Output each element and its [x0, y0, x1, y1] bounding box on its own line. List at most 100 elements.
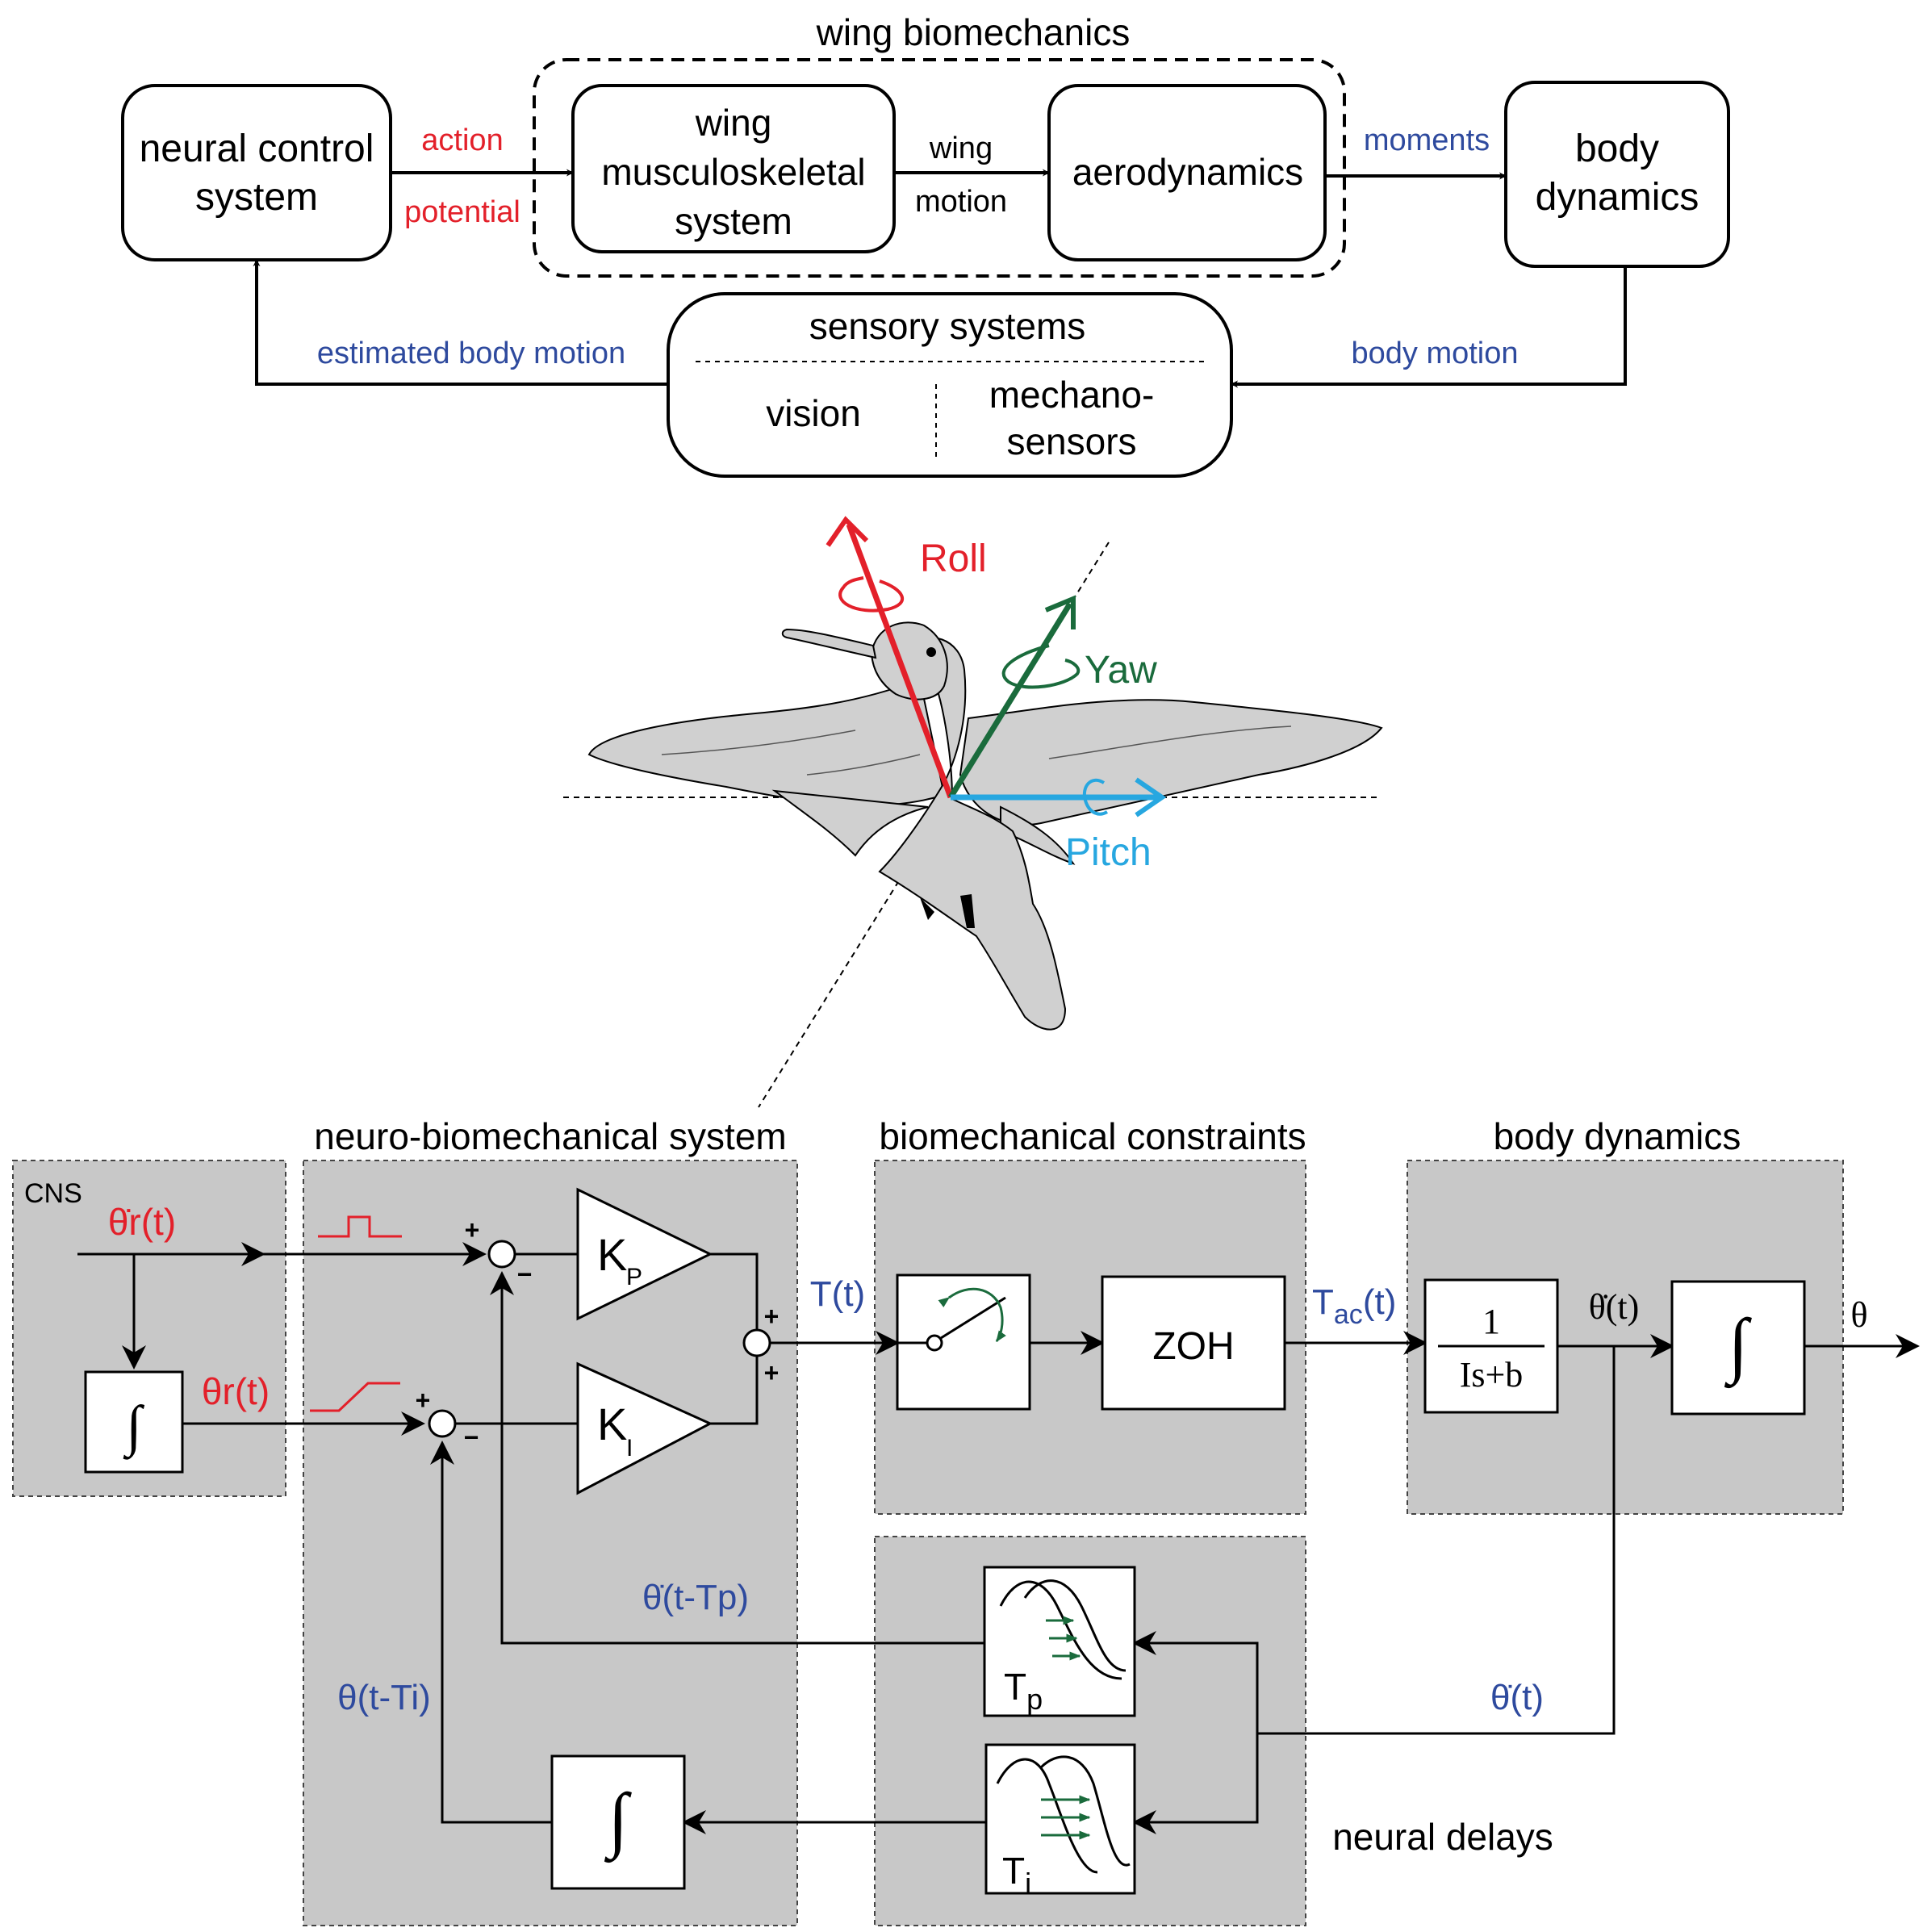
feedback-to-tp	[1132, 1631, 1259, 1733]
action-label: action	[421, 123, 503, 157]
roll-arrowhead	[826, 516, 869, 547]
roll-rotation-icon	[838, 576, 905, 613]
pitch-rotation-icon	[1082, 778, 1109, 816]
mechanosensors-line2: sensors	[1006, 420, 1136, 462]
neural-control-line2: system	[195, 176, 318, 219]
tac-sub: ac	[1334, 1299, 1363, 1330]
moments-label: moments	[1364, 123, 1490, 157]
sensory-systems-label: sensory systems	[809, 305, 1086, 347]
top-block-diagram: wing biomechanics neural control system …	[121, 11, 1730, 478]
wing-msk-line2: musculoskeletal	[601, 151, 865, 193]
theta-dot-label: θ̇(t)	[1589, 1287, 1640, 1327]
sum-p-plus: +	[465, 1215, 480, 1244]
pitch-label: Pitch	[1065, 831, 1152, 874]
ki-label: K	[597, 1399, 627, 1449]
body-dynamics-line2: dynamics	[1536, 176, 1699, 219]
cns-integrator-box	[84, 1370, 184, 1474]
integrator-to-sum-i	[430, 1441, 552, 1824]
left-wing	[587, 678, 946, 807]
roll-label: Roll	[920, 537, 987, 580]
cns-integrator-symbol: ∫	[123, 1395, 144, 1460]
right-wing-lower	[1000, 805, 1076, 865]
sum-i-minus: −	[464, 1423, 479, 1452]
biomechanical-constraints-title: biomechanical constraints	[879, 1115, 1306, 1157]
theta-label: θ	[1850, 1295, 1867, 1335]
sum-junction-out	[742, 1328, 771, 1357]
kp-to-sum-out	[710, 1252, 759, 1330]
mechanosensors-line1: mechano-	[989, 374, 1155, 416]
wing-motion-line2: motion	[915, 185, 1007, 219]
zoh-label: ZOH	[1152, 1325, 1234, 1368]
wing-msk-line1: wing	[695, 102, 772, 144]
potential-label: potential	[404, 195, 520, 229]
ki-to-sum-out	[710, 1356, 759, 1425]
neuro-biomechanical-title: neuro-biomechanical system	[314, 1115, 787, 1157]
sum-i-plus: +	[416, 1386, 431, 1415]
ti-sub: i	[1025, 1867, 1031, 1900]
theta-dot-r-label: θ̇r(t)	[108, 1201, 176, 1243]
bird-eye	[926, 647, 936, 657]
wing-msk-box	[571, 84, 896, 253]
body-integrator-block	[1670, 1280, 1806, 1416]
wing-biomechanics-group	[533, 58, 1346, 278]
zoh-block	[1101, 1275, 1286, 1411]
tp-wave-2	[1023, 1579, 1127, 1672]
bird-beak	[781, 628, 877, 659]
bottom-block-diagram: neuro-biomechanical system biomechanical…	[12, 1115, 1920, 1926]
yaw-rotation-icon	[1001, 644, 1081, 689]
tac-main: T	[1312, 1282, 1334, 1322]
sum-junction-p	[487, 1240, 516, 1269]
wing-feather-lines	[661, 726, 1292, 776]
yaw-label: Yaw	[1085, 649, 1157, 692]
tf-numerator: 1	[1482, 1302, 1500, 1341]
feedback-integrator-symbol: ∫	[604, 1779, 633, 1863]
ti-wave-2	[1039, 1755, 1131, 1867]
switch-pivot	[926, 1334, 943, 1352]
theta-dot-feedback-label: θ̇(t)	[1490, 1678, 1544, 1717]
ramp-signal-icon	[310, 1382, 400, 1412]
pitch-arrowhead	[1135, 777, 1167, 818]
wing-biomechanics-title: wing biomechanics	[816, 11, 1131, 53]
kp-gain-block	[576, 1187, 713, 1321]
tp-label: Tp	[1004, 1666, 1043, 1716]
neural-control-line1: neural control	[140, 128, 374, 170]
body-motion-label: body motion	[1351, 337, 1518, 370]
tp-main: T	[1004, 1666, 1026, 1708]
body-dynamics-panel-title: body dynamics	[1494, 1115, 1741, 1157]
body-integrator-symbol: ∫	[1724, 1305, 1753, 1389]
cns-label: CNS	[24, 1178, 82, 1209]
left-wing-lower	[771, 789, 929, 857]
tac-label: Tac(t)	[1312, 1282, 1396, 1330]
theta-t-ti-label: θ(t-Ti)	[337, 1678, 431, 1717]
tac-end: (t)	[1363, 1282, 1397, 1322]
vision-label: vision	[766, 392, 861, 434]
switch-rotation-icon	[938, 1287, 1006, 1343]
ki-subscript: I	[626, 1435, 633, 1462]
neuro-biomechanical-panel	[303, 1160, 798, 1926]
right-wing	[959, 699, 1383, 826]
ti-main: T	[1002, 1850, 1025, 1892]
sum-junction-i	[428, 1409, 457, 1438]
ti-label: Ti	[1002, 1850, 1031, 1900]
neural-control-box	[121, 84, 392, 261]
body-dynamics-box	[1504, 81, 1730, 268]
kp-label: K	[597, 1229, 627, 1280]
sum-p-minus: −	[517, 1260, 533, 1289]
estimated-body-motion-label: estimated body motion	[317, 337, 625, 370]
yaw-arrowhead	[1044, 595, 1076, 629]
wing-msk-line3: system	[675, 200, 792, 242]
sum-out-plus-top: +	[764, 1302, 780, 1331]
neural-delays-label: neural delays	[1332, 1816, 1553, 1858]
roll-axis-arrow	[846, 523, 954, 799]
feedback-to-ti	[1132, 1733, 1259, 1834]
feedback-integrator-block	[550, 1754, 686, 1890]
torque-label: T(t)	[810, 1274, 865, 1314]
sum-out-plus-bottom: +	[764, 1358, 780, 1387]
ti-delay-block	[984, 1743, 1136, 1895]
tp-sub: p	[1026, 1683, 1043, 1716]
ti-wave-1	[996, 1758, 1098, 1874]
yaw-axis-arrow	[948, 602, 1072, 799]
ki-gain-block	[576, 1361, 713, 1495]
wing-motion-line1: wing	[929, 132, 993, 165]
